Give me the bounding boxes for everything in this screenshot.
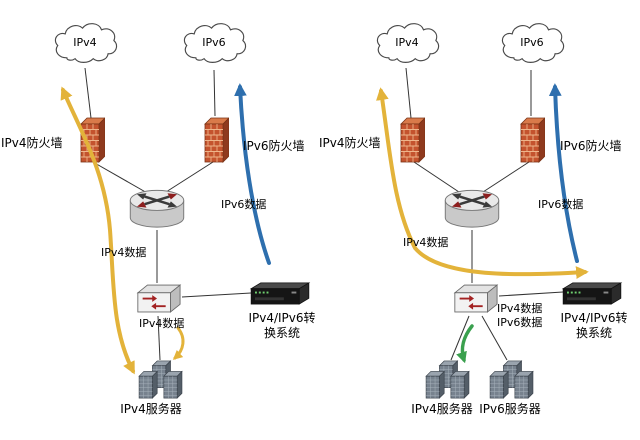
firewall-label-ipv6-left: IPv6防火墙 (243, 139, 305, 153)
ipv4-servers-icon-left (139, 361, 182, 398)
ipv6-data-flow-left (234, 83, 271, 265)
converter-label-left: IPv4/IPv6转换系统 (248, 311, 316, 340)
server-label-ipv4-left: IPv4服务器 (120, 402, 182, 416)
ipv6-firewall-icon-right (520, 117, 545, 163)
switch-icon-left (137, 284, 181, 313)
link-line (181, 292, 252, 298)
cloud-label-ipv6-right: IPv6 (520, 36, 544, 49)
ipv4-data-label-right: IPv4数据 (403, 236, 449, 249)
firewall-label-ipv4-left: IPv4防火墙 (1, 136, 63, 150)
server-data-flow-right (456, 324, 474, 364)
ipv4-data-label-left: IPv4数据 (101, 246, 147, 259)
ipv4-data-flow-left (60, 86, 135, 375)
link-line (498, 291, 564, 297)
link-line (405, 67, 412, 119)
ipv6-data-label-right: IPv6数据 (538, 198, 584, 211)
firewall-label-ipv4-right: IPv4防火墙 (319, 136, 381, 150)
ipv4-data-small-arrow-left (172, 326, 185, 360)
converter-label-right: IPv4/IPv6转换系统 (560, 311, 628, 340)
link-line (213, 69, 216, 117)
server-label-ipv6-right: IPv6服务器 (479, 402, 541, 416)
ipv4-firewall-icon-right (400, 117, 425, 163)
firewall-label-ipv6-right: IPv6防火墙 (560, 139, 622, 153)
cloud-label-ipv6-left: IPv6 (202, 36, 226, 49)
link-line (84, 67, 92, 119)
cloud-label-ipv4-left: IPv4 (73, 36, 97, 49)
ipv6-firewall-icon-left (204, 117, 229, 163)
server-label-ipv4-right: IPv4服务器 (411, 402, 473, 416)
ipv4-data-small-label-left: IPv4数据 (139, 317, 185, 330)
link-line (413, 161, 463, 195)
link-line (157, 315, 161, 361)
ipv6-data-label-2-right: IPv6数据 (497, 316, 543, 329)
link-line (481, 315, 508, 361)
router-icon-right (444, 189, 500, 229)
converter-icon-left (250, 282, 310, 305)
ipv4-data-flow-right (376, 87, 589, 279)
ipv6-data-label-left: IPv6数据 (221, 198, 267, 211)
ipv6-servers-icon-right (490, 361, 533, 398)
link-line (165, 161, 214, 193)
ipv6-data-flow-right (548, 83, 579, 263)
converter-icon-right (562, 282, 622, 305)
router-icon-left (129, 189, 185, 229)
ipv4-servers-icon-right (426, 361, 469, 398)
switch-icon-right (454, 284, 498, 313)
cloud-label-ipv4-right: IPv4 (395, 36, 419, 49)
link-line (450, 315, 470, 361)
ipv4-data-label-2-right: IPv4数据 (497, 302, 543, 315)
link-line (482, 161, 530, 193)
